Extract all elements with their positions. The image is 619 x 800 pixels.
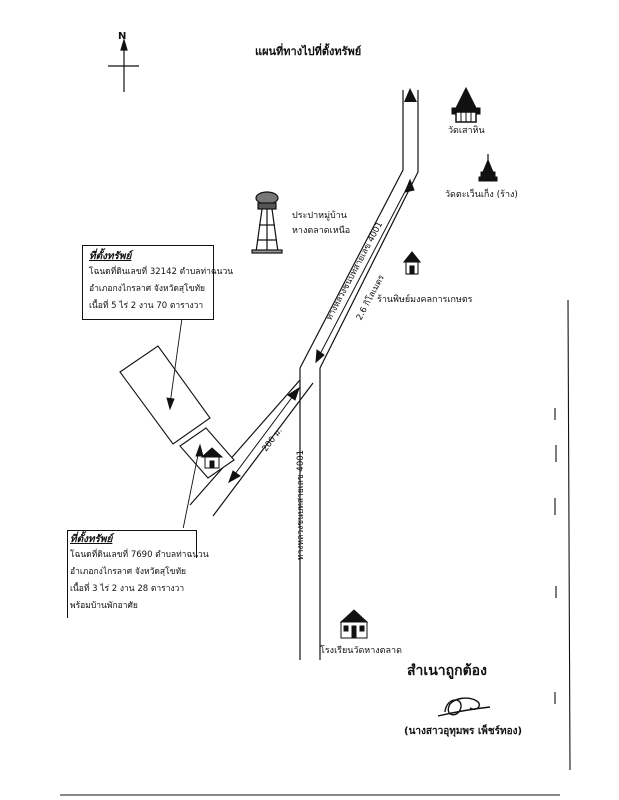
highway-4001-lower	[299, 368, 321, 660]
water-tower-label-2: หางตลาดเหนือ	[292, 226, 351, 236]
property-box-upper-line: โฉนดที่ดินเลขที่ 32142 ตำบลท่าฉนวน	[89, 267, 234, 277]
pointer-lines	[166, 317, 204, 535]
property-box-lower-heading: ที่ตั้งทรัพย์	[70, 534, 113, 545]
north-arrow-icon	[108, 37, 139, 92]
house-icon	[200, 447, 224, 469]
school-label: โรงเรียนวัดหางตลาด	[320, 646, 402, 656]
property-box-lower-frame-side	[67, 530, 68, 618]
temple-1-label: วัดเสาหิน	[448, 126, 485, 136]
temple-icon	[451, 86, 481, 123]
property-box-upper: ที่ตั้งทรัพย์ โฉนดที่ดินเลขที่ 32142 ตำบ…	[82, 245, 234, 320]
temple-2-label: วัดตะเว็นเก็ง (ร้าง)	[445, 190, 518, 200]
property-box-lower: ที่ตั้งทรัพย์ โฉนดที่ดินเลขที่ 7690 ตำบล…	[63, 528, 209, 620]
scan-edge-marks	[60, 299, 571, 796]
highway-4001-upper	[299, 90, 419, 369]
property-box-lower-line: โฉนดที่ดินเลขที่ 7690 ตำบลท่าฉนวน	[70, 550, 209, 560]
map-title: แผนที่ทางไปที่ตั้งทรัพย์	[255, 45, 362, 58]
property-box-lower-line: เนื้อที่ 3 ไร่ 2 งาน 28 ตารางวา	[70, 584, 185, 594]
property-box-upper-heading: ที่ตั้งทรัพย์	[89, 251, 132, 262]
water-tower-icon	[251, 191, 283, 254]
distance-arrow-short	[228, 386, 300, 484]
shop-icon	[402, 251, 422, 275]
property-parcel-large	[119, 345, 211, 445]
property-box-lower-line: อำเภอกงไกรลาศ จังหวัดสุโขทัย	[70, 567, 187, 577]
water-tower-label-1: ประปาหมู่บ้าน	[292, 211, 347, 221]
north-label: N	[118, 31, 127, 42]
property-box-upper-line: เนื้อที่ 5 ไร่ 2 งาน 70 ตารางวา	[89, 301, 204, 311]
signatory-name: (นางสาวอุทุมพร เพ็ชร์ทอง)	[404, 726, 523, 737]
stupa-icon	[478, 154, 498, 182]
side-road	[189, 379, 314, 517]
property-box-upper-line: อำเภอกงไกรลาศ จังหวัดสุโขทัย	[89, 284, 206, 294]
highway-lower-label: ทางหลวงชนบทสายเลข 4001	[296, 449, 306, 560]
distance-arrow-long	[315, 178, 415, 364]
road-end-arrow-icon	[404, 88, 417, 102]
shop-label: ร้านพิษย์มงคลการเกษตร	[377, 295, 473, 305]
certified-copy-text: สำเนาถูกต้อง	[407, 663, 487, 679]
property-box-lower-line: พร้อมบ้านพักอาศัย	[70, 601, 138, 611]
school-icon	[339, 609, 369, 639]
signature-scribble	[437, 697, 491, 717]
